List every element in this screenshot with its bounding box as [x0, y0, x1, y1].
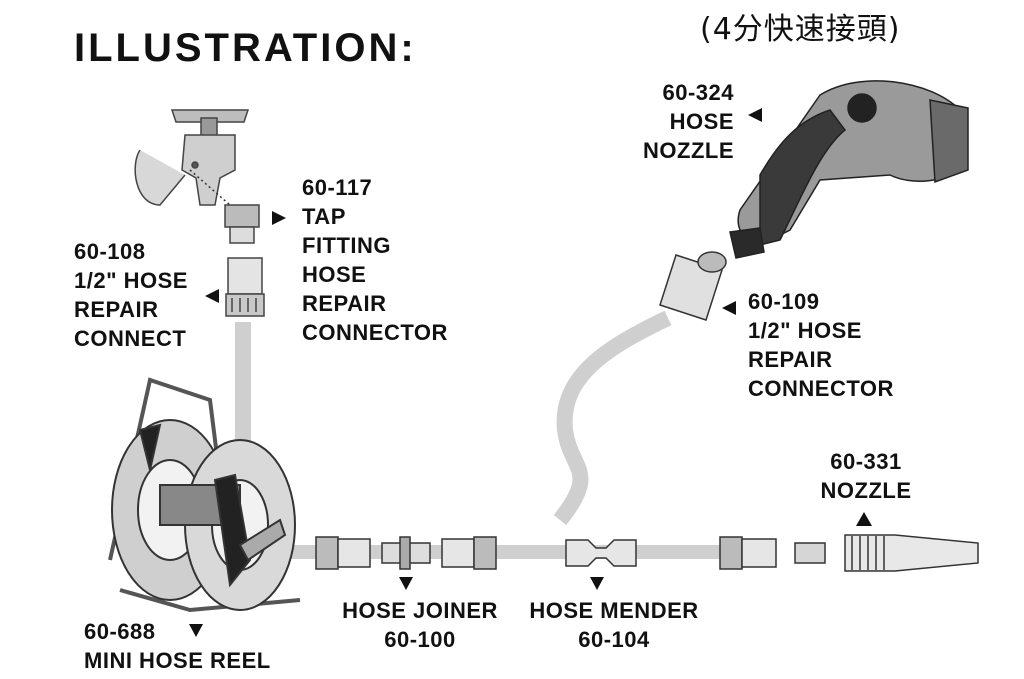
part-line: HOSE: [302, 262, 367, 287]
part-line: NOZZLE: [820, 478, 912, 503]
arrow-hose-reel: [189, 624, 203, 637]
part-line: CONNECTOR: [302, 320, 448, 345]
arrow-repair-connect: [205, 289, 219, 303]
part-code: 60-104: [578, 627, 650, 652]
part-line: CONNECT: [74, 326, 187, 351]
arrow-hose-nozzle: [748, 108, 762, 122]
label-hose-mender: HOSE MENDER 60-104: [518, 596, 710, 654]
part-code: 60-688: [84, 619, 156, 644]
part-line: HOSE MENDER: [529, 598, 699, 623]
part-line: NOZZLE: [643, 138, 734, 163]
pointer-arrows: [189, 108, 872, 637]
repair-connect-icon: [225, 257, 265, 317]
label-repair-connect: 60-108 1/2" HOSE REPAIR CONNECT: [74, 237, 188, 353]
arrow-hose-mender: [590, 577, 604, 590]
part-code: 60-117: [302, 175, 373, 200]
label-repair-connector: 60-109 1/2" HOSE REPAIR CONNECTOR: [748, 287, 894, 403]
nozzle-set-icon: [719, 534, 979, 572]
part-line: REPAIR: [302, 291, 387, 316]
part-code: 60-331: [830, 449, 902, 474]
part-line: MINI HOSE REEL: [84, 648, 271, 673]
part-line: FITTING: [302, 233, 392, 258]
part-line: HOSE JOINER: [342, 598, 498, 623]
repair-connector-icon: [659, 251, 727, 321]
arrow-tap-fitting: [272, 211, 286, 225]
arrow-hose-joiner: [399, 577, 413, 590]
label-tap-fitting: 60-117 TAP FITTING HOSE REPAIR CONNECTOR: [302, 173, 448, 347]
part-code: 60-324: [662, 80, 734, 105]
part-code: 60-100: [384, 627, 456, 652]
part-line: 1/2" HOSE: [74, 268, 188, 293]
part-code: 60-108: [74, 239, 146, 264]
label-hose-joiner: HOSE JOINER 60-100: [334, 596, 506, 654]
part-line: HOSE: [669, 109, 734, 134]
arrow-nozzle: [856, 512, 872, 526]
page-title: ILLUSTRATION:: [74, 26, 417, 70]
label-nozzle: 60-331 NOZZLE: [814, 447, 918, 505]
part-line: REPAIR: [748, 347, 833, 372]
hose-curve: [553, 310, 672, 525]
hose-joiner-icon: [315, 536, 497, 570]
tap-icon: [134, 109, 260, 244]
arrow-repair-connector: [722, 301, 736, 315]
label-mini-hose-reel: 60-688 MINI HOSE REEL: [84, 617, 271, 675]
part-code: 60-109: [748, 289, 820, 314]
label-hose-nozzle: 60-324 HOSE NOZZLE: [636, 78, 734, 165]
page-subtitle: (4分快速接頭): [700, 12, 901, 47]
hose-reel-icon: [108, 377, 301, 613]
part-line: TAP: [302, 204, 346, 229]
part-line: CONNECTOR: [748, 376, 894, 401]
part-line: 1/2" HOSE: [748, 318, 862, 343]
part-line: REPAIR: [74, 297, 159, 322]
hose-nozzle-icon: [729, 80, 969, 259]
hose-lines: [235, 310, 720, 559]
hose-mender-icon: [565, 539, 637, 567]
